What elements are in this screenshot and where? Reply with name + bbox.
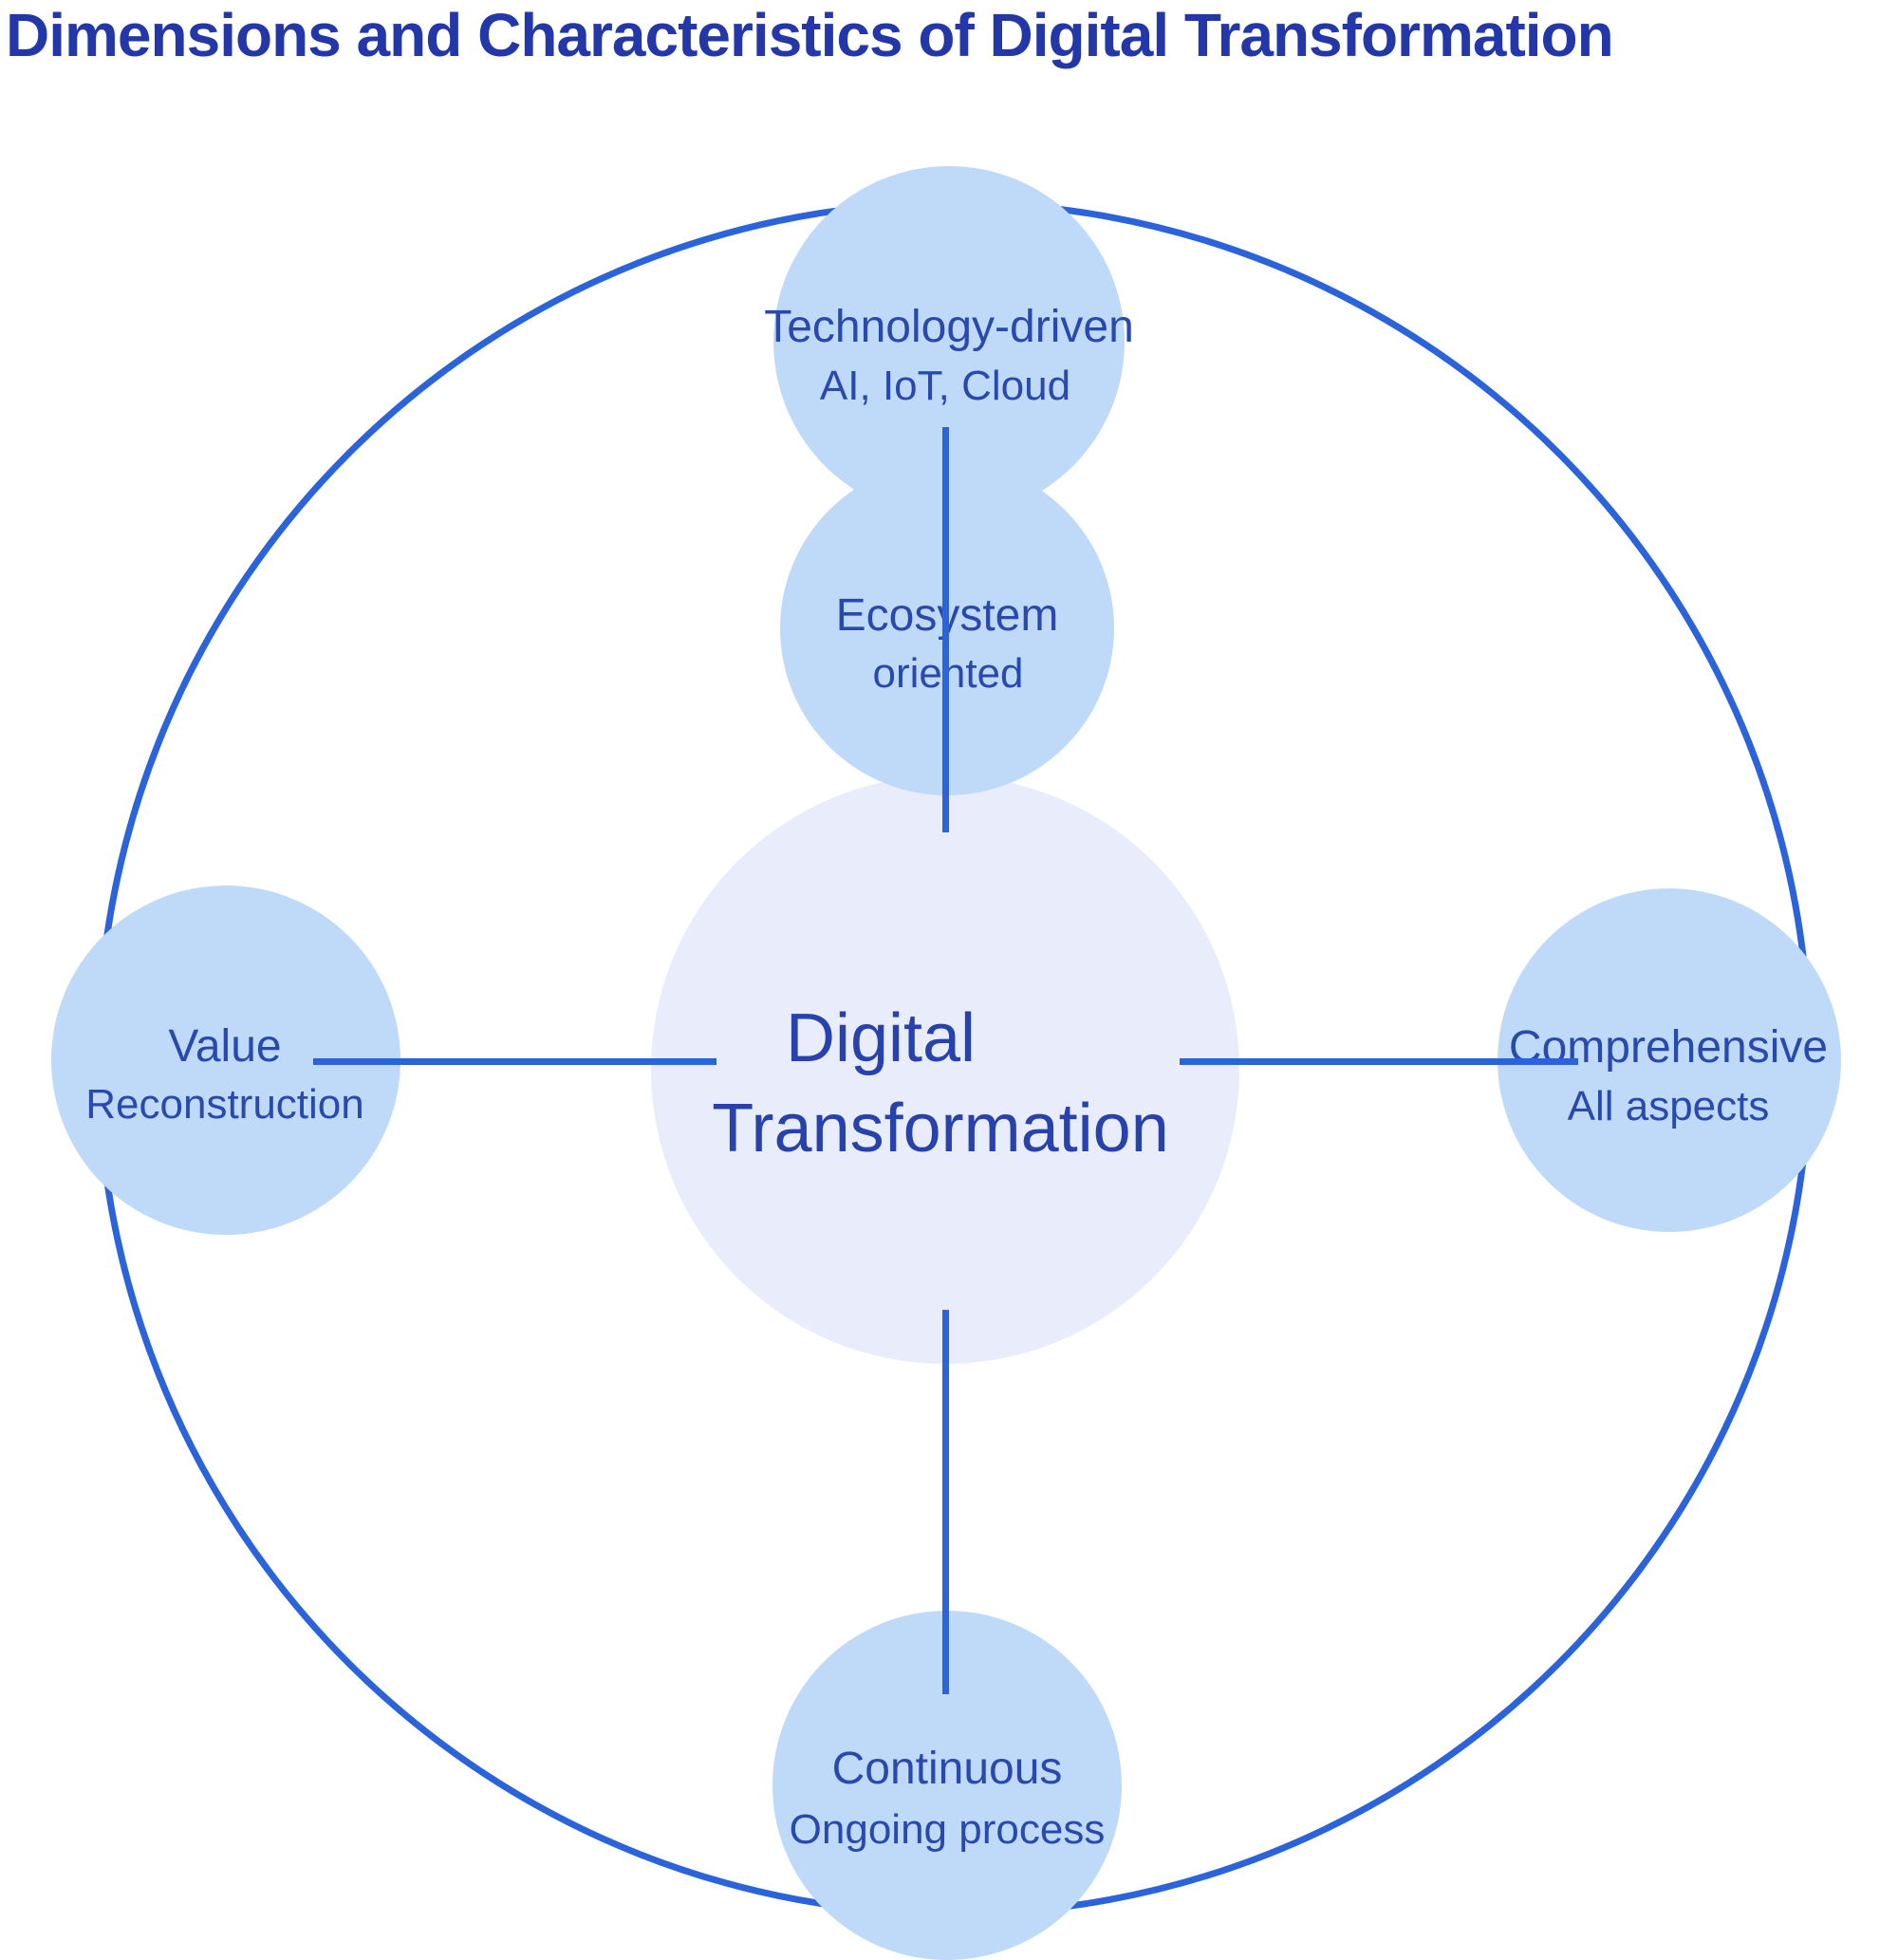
center-node-label-line2: Transformation: [712, 1091, 1169, 1167]
center-node-label-line1: Digital: [785, 1000, 977, 1076]
node-label-continuous: Continuous: [831, 1744, 1063, 1794]
node-label-value: Value: [168, 1021, 282, 1072]
node-label-technology: Technology-driven: [764, 302, 1134, 352]
node-sublabel-comprehensive: All aspects: [1567, 1083, 1770, 1129]
connector-line-top: [942, 427, 949, 832]
connector-line-bottom: [942, 1310, 949, 1694]
connector-line-left: [313, 1058, 716, 1065]
connector-line-right: [1180, 1058, 1578, 1065]
node-circle-technology: [773, 166, 1125, 517]
node-sublabel-value: Reconstruction: [85, 1081, 364, 1128]
node-sublabel-continuous: Ongoing process: [789, 1806, 1106, 1853]
center-node-circle: [651, 775, 1239, 1364]
diagram-title: Dimensions and Characteristics of Digita…: [6, 1, 1614, 69]
node-sublabel-technology: AI, IoT, Cloud: [819, 363, 1071, 409]
